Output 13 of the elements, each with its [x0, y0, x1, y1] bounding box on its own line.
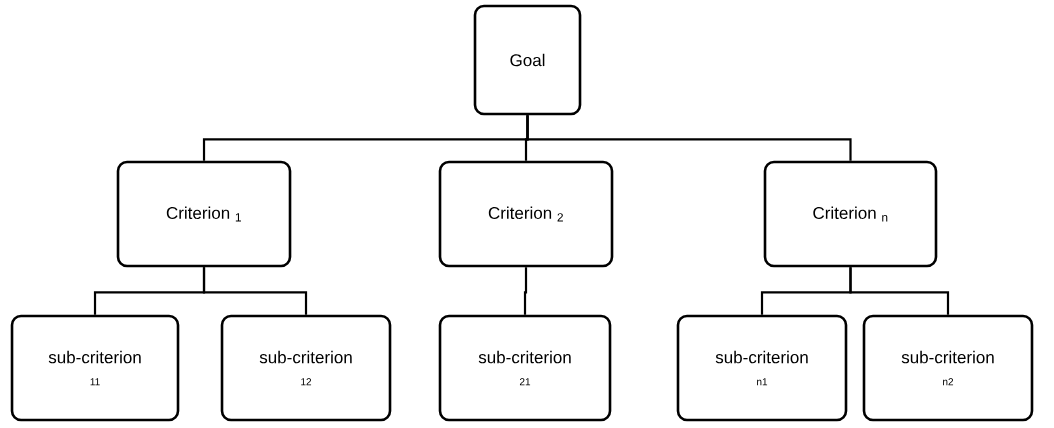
- process-box: Goal: [473, 4, 582, 116]
- process-box: sub-criterion 11: [10, 314, 180, 422]
- process-box: sub-criterion n2: [862, 314, 1034, 422]
- connector: [523, 267, 528, 315]
- connector: [202, 267, 308, 315]
- process-box: Criterion $_{2}$: [438, 160, 614, 268]
- process-box: sub-criterion n1: [676, 314, 848, 422]
- process-box: Criterion $_{1}$: [116, 160, 292, 268]
- connector: [526, 115, 852, 161]
- process-box: Criterion $_{n}$: [763, 160, 938, 268]
- process-box: sub-criterion 21: [438, 314, 612, 422]
- connector: [849, 267, 950, 315]
- process-box: sub-criterion 12: [220, 314, 392, 422]
